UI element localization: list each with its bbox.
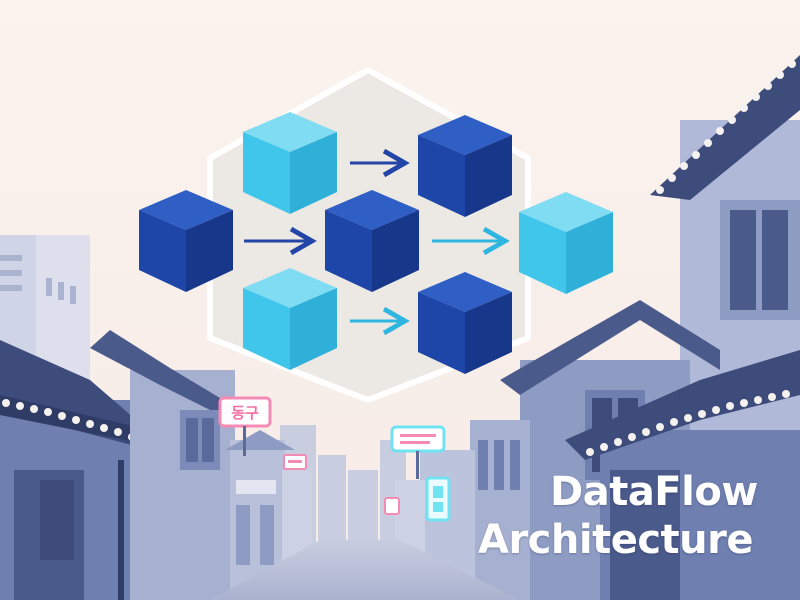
- flow-arrows: [244, 148, 510, 336]
- right-houses: [395, 55, 800, 600]
- neon-signs: 동구: [218, 396, 451, 522]
- cube-center-dark: [325, 190, 419, 292]
- title-block: DataFlow Architecture: [478, 468, 778, 564]
- cube-top-light: [243, 112, 337, 214]
- cube-right-light: [519, 192, 613, 294]
- title-line-2: Architecture: [478, 517, 754, 563]
- street-sign-text: 동구: [231, 404, 259, 422]
- cube-bottom-dark: [418, 272, 512, 374]
- street: [210, 540, 520, 600]
- title-line-1: DataFlow: [550, 469, 758, 515]
- cube-bottom-light: [243, 268, 337, 370]
- cube-left-dark: [139, 190, 233, 292]
- cube-top-dark: [418, 115, 512, 217]
